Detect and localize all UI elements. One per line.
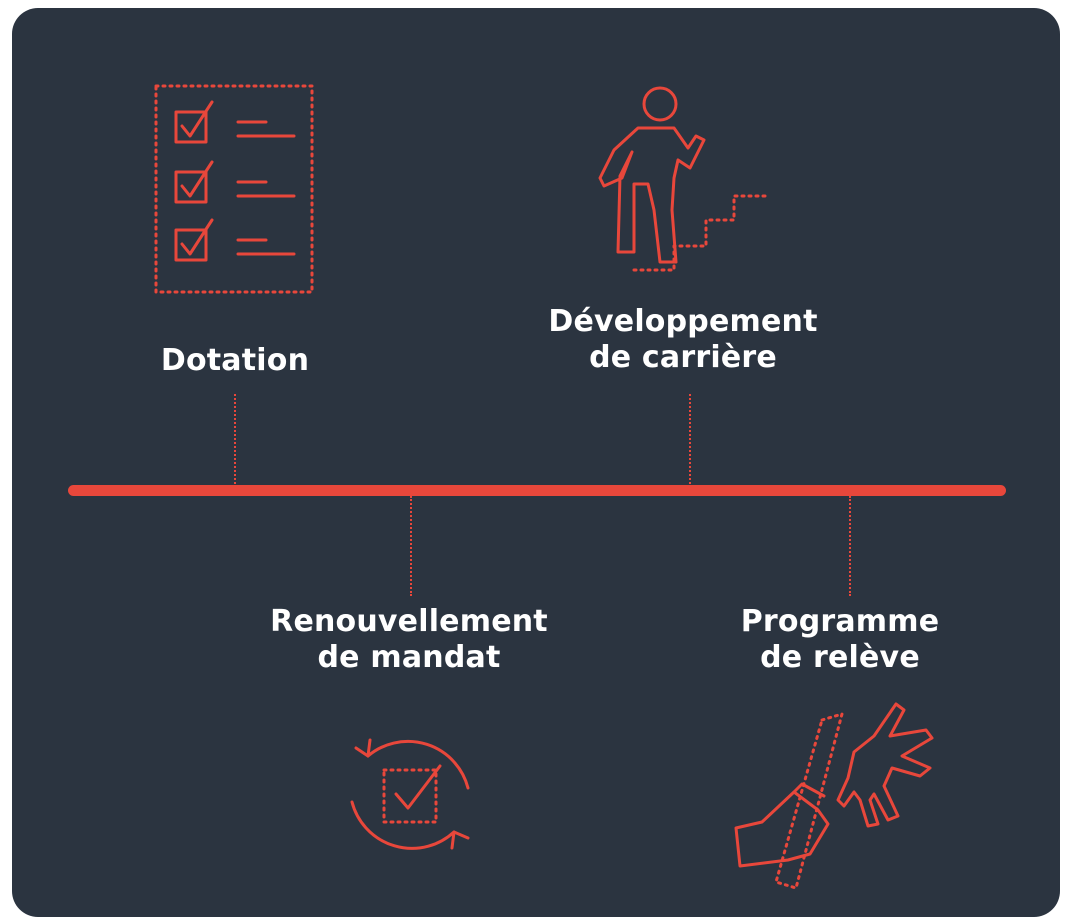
renewal-cycle-icon	[336, 720, 486, 870]
baton-handoff-icon	[734, 696, 954, 892]
milestone-label-programme: Programme de relève	[720, 604, 960, 676]
climbing-stairs-icon	[594, 82, 774, 278]
milestone-label-renouvellement: Renouvellement de mandat	[264, 604, 554, 676]
label-line: Développement	[548, 304, 818, 339]
label-line: de relève	[760, 640, 920, 675]
label-line: Dotation	[160, 343, 310, 378]
connector-developpement	[689, 394, 691, 484]
label-line: de mandat	[317, 640, 501, 675]
timeline-bar	[68, 485, 1006, 496]
milestone-label-dotation: Dotation	[145, 343, 325, 379]
connector-dotation	[234, 394, 236, 484]
connector-programme	[849, 496, 851, 596]
label-line: Renouvellement	[270, 604, 548, 639]
checklist-icon	[154, 84, 314, 296]
label-line: Programme	[740, 604, 940, 639]
label-line: de carrière	[589, 340, 777, 375]
milestone-label-developpement: Développement de carrière	[538, 304, 828, 376]
diagram-panel: Dotation Développement de carrière Renou…	[12, 8, 1060, 917]
connector-renouvellement	[410, 496, 412, 596]
